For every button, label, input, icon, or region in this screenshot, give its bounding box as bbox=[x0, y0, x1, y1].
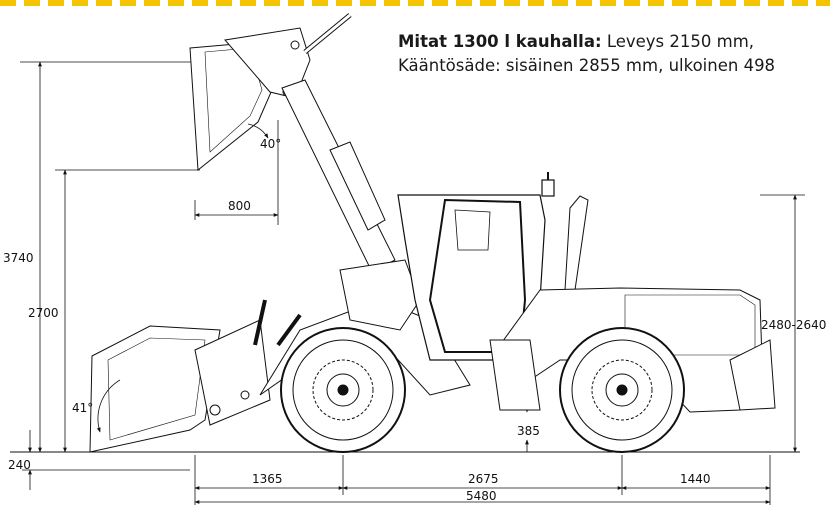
spec-header: Mitat 1300 l kauhalla: Leveys 2150 mm, K… bbox=[398, 30, 830, 78]
rear-wheel bbox=[559, 327, 685, 453]
top-dashed-border bbox=[0, 0, 830, 6]
front-wheel bbox=[280, 327, 406, 453]
dim-rollback-angle: 41° bbox=[72, 401, 93, 415]
front-frame bbox=[259, 259, 471, 396]
dim-max-height: 3740 bbox=[3, 251, 34, 265]
dim-rear-overhang: 1440 bbox=[680, 472, 711, 486]
dim-front-overhang: 1365 bbox=[252, 472, 283, 486]
length-dimensions bbox=[194, 400, 771, 505]
height-dimensions bbox=[20, 61, 805, 490]
raised-bucket bbox=[189, 27, 311, 171]
spec-title: Mitat 1300 l kauhalla: bbox=[398, 32, 602, 51]
spec-line-1: Mitat 1300 l kauhalla: Leveys 2150 mm, bbox=[398, 30, 830, 54]
dim-cab-height: 2480-2640 bbox=[761, 318, 826, 332]
lowered-bucket bbox=[89, 299, 302, 453]
spec-line-2: Kääntösäde: sisäinen 2855 mm, ulkoinen 4… bbox=[398, 56, 776, 75]
dump-angle-arc bbox=[247, 123, 269, 139]
dim-ground-clearance: 385 bbox=[517, 424, 540, 438]
dim-dump-height: 2700 bbox=[28, 306, 59, 320]
lift-arm-raised bbox=[281, 13, 396, 273]
dim-reach: 800 bbox=[228, 199, 251, 213]
dim-wheelbase: 2675 bbox=[468, 472, 499, 486]
spec-width: Leveys 2150 mm, bbox=[601, 32, 755, 51]
dim-dump-angle: 40° bbox=[260, 137, 281, 151]
dim-ground-offset: 240 bbox=[8, 458, 31, 472]
rollback-angle-arc bbox=[96, 379, 121, 433]
dim-total-length: 5480 bbox=[466, 489, 497, 503]
